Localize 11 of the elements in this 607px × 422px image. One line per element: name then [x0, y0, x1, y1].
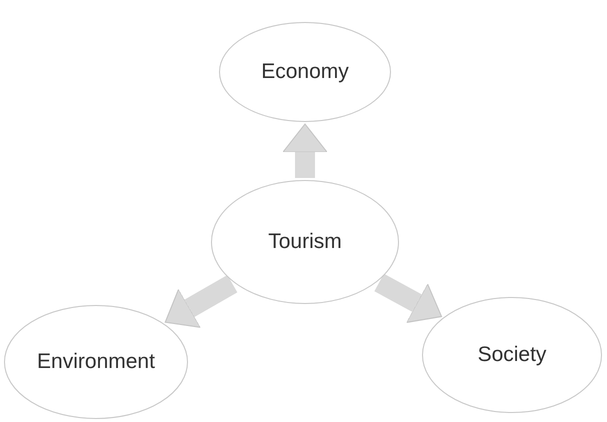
ellipse-node	[219, 22, 391, 122]
node-label: Economy	[261, 60, 349, 84]
block-arrow	[164, 275, 238, 328]
block-arrow	[282, 124, 328, 178]
block-arrow	[374, 274, 442, 323]
ellipse-node	[211, 180, 399, 304]
node-label: Environment	[37, 350, 155, 374]
ellipse-node	[422, 297, 602, 413]
node-label: Tourism	[268, 230, 342, 254]
node-label: Society	[478, 343, 546, 367]
ellipse-node	[4, 305, 188, 419]
